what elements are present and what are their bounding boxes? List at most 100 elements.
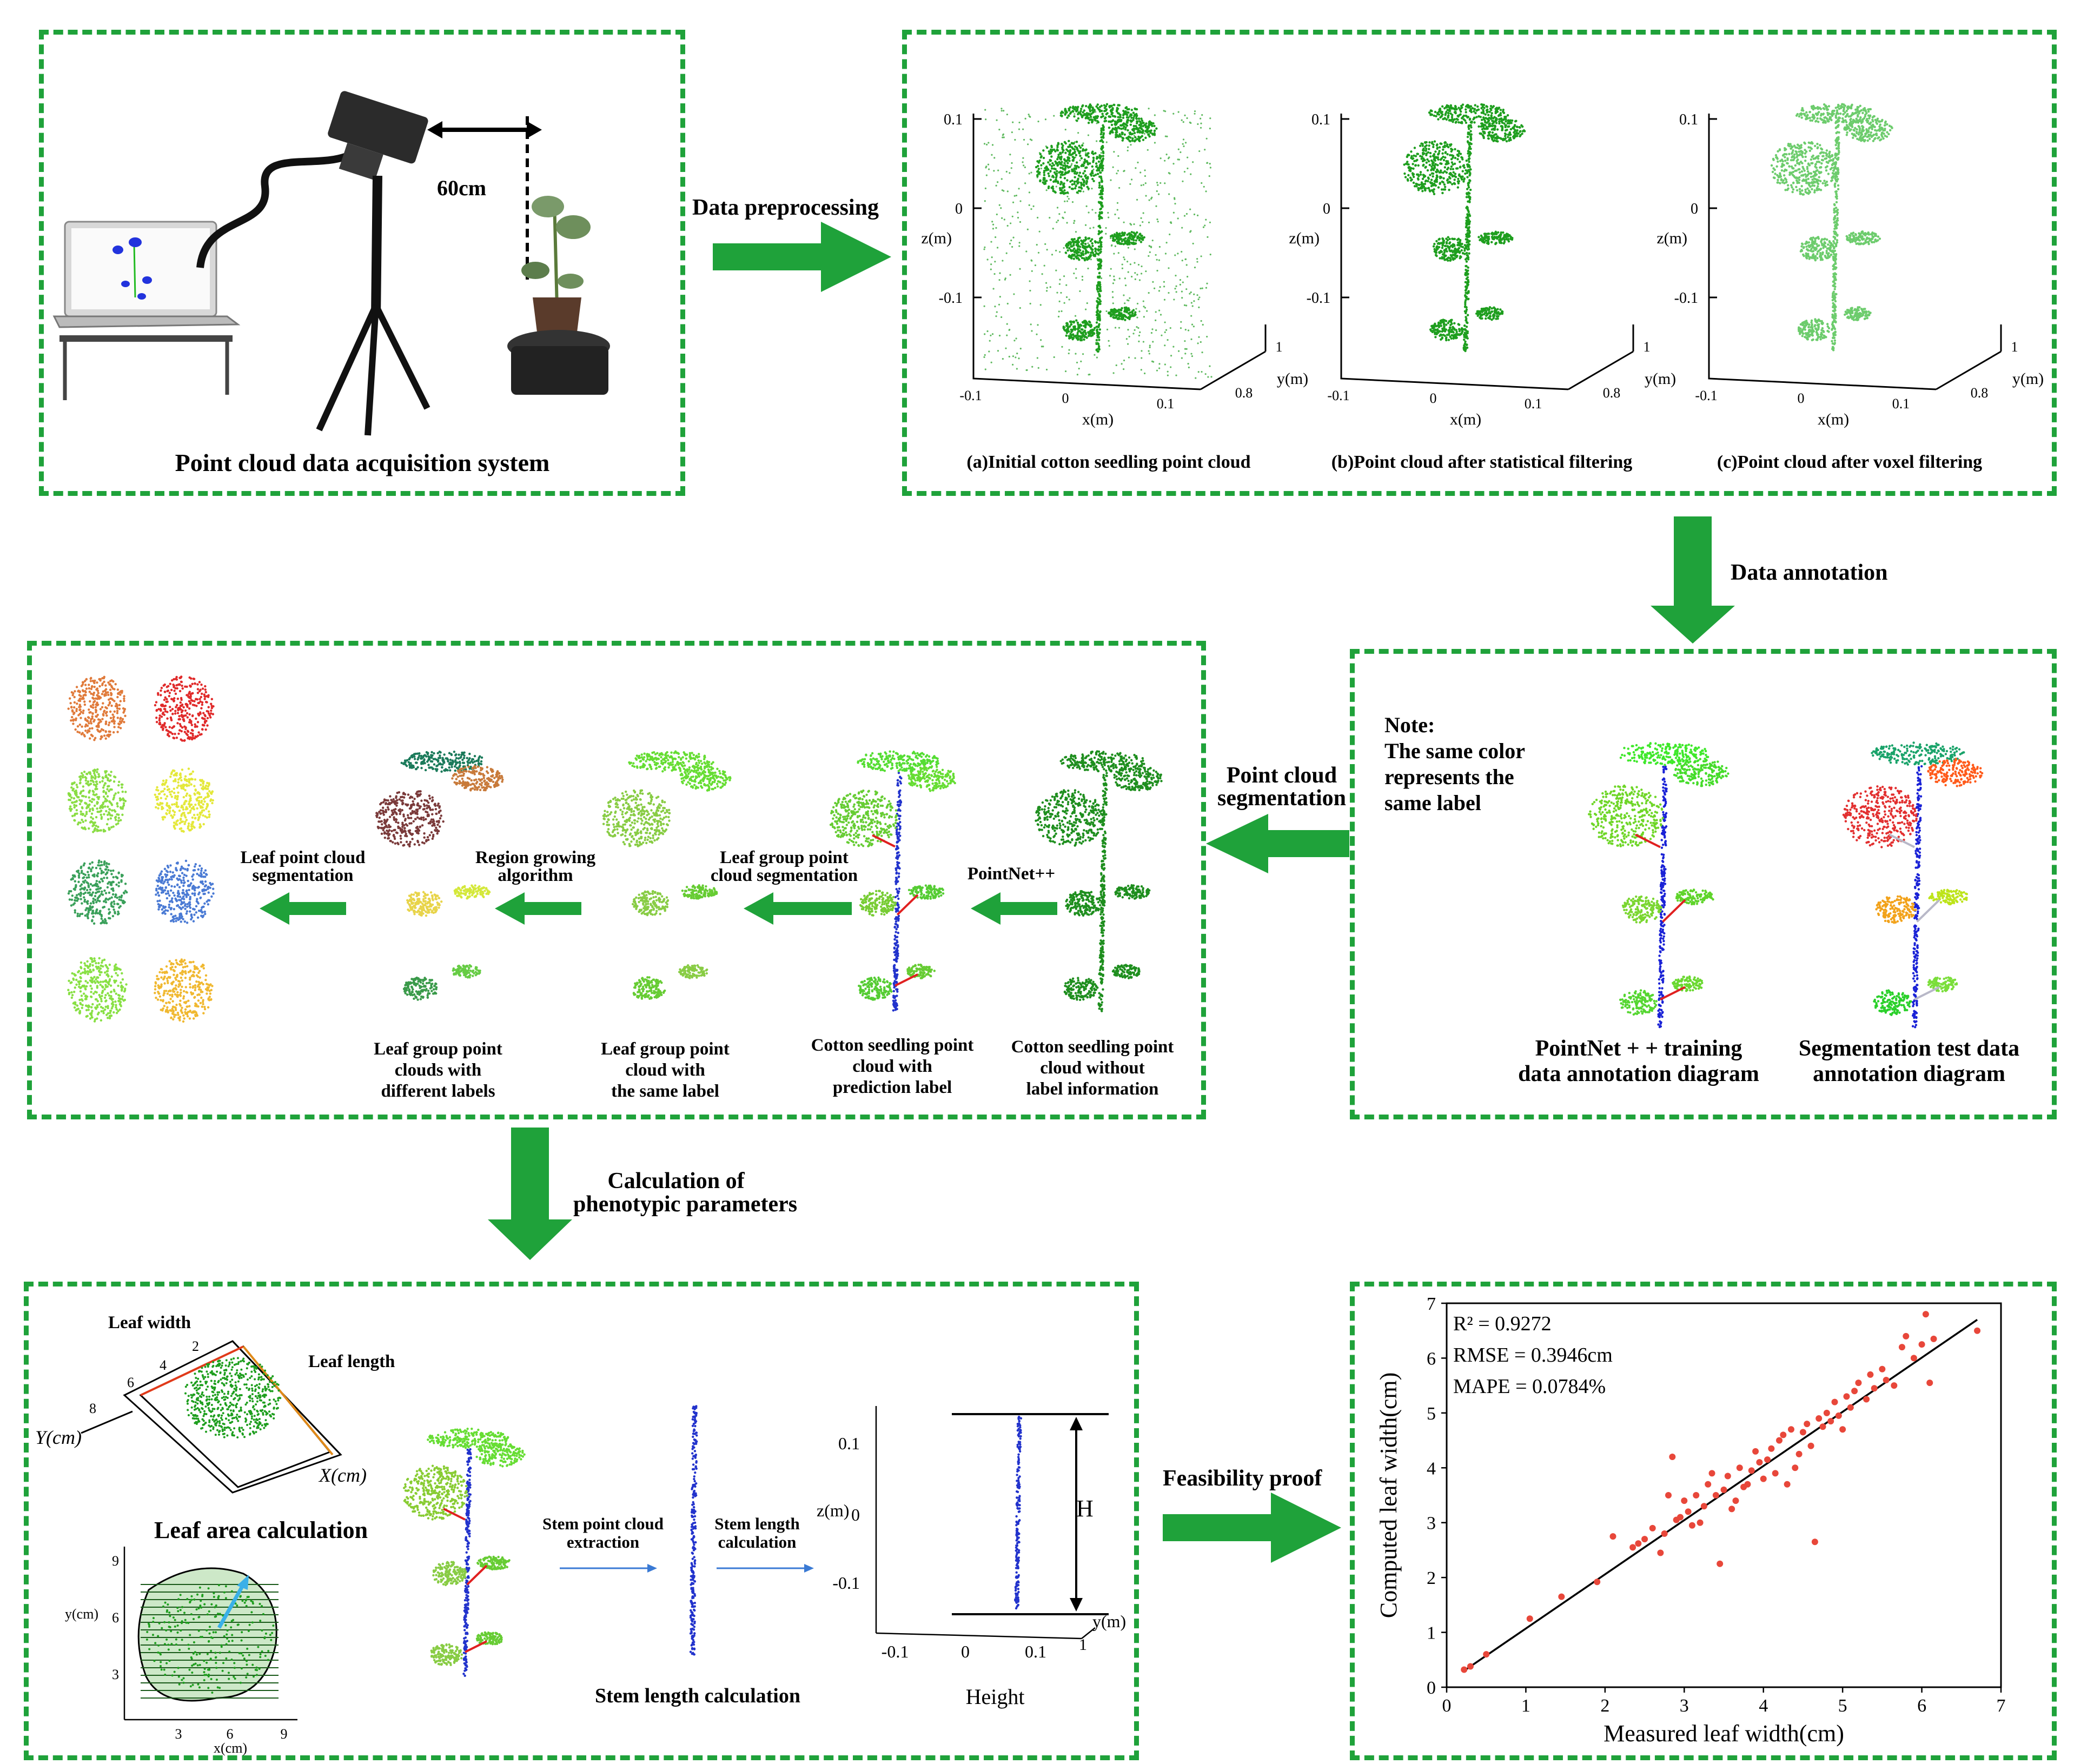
step-region-2: algorithm bbox=[449, 866, 622, 886]
plot-frame bbox=[1446, 1302, 2002, 1688]
data-point bbox=[1804, 1421, 1811, 1428]
y-tick-label-2: 2 bbox=[1427, 1568, 1436, 1588]
note-line-3: represents the bbox=[1384, 765, 1514, 790]
data-point bbox=[1787, 1426, 1794, 1433]
filtering-panel bbox=[902, 30, 2057, 496]
x-tick-b-2: 0.1 bbox=[1525, 396, 1542, 412]
data-point bbox=[1629, 1544, 1636, 1551]
y-tick-b-0: 1 bbox=[1644, 339, 1651, 355]
data-point bbox=[1665, 1492, 1672, 1498]
plant-point-cloud-c bbox=[1770, 103, 1893, 352]
y-label-b: y(m) bbox=[1645, 370, 1676, 388]
x-tick-a-1: 0 bbox=[1062, 390, 1069, 406]
area-ytick-0: 9 bbox=[112, 1553, 119, 1569]
data-point bbox=[1780, 1431, 1787, 1438]
x-tick-label-7: 7 bbox=[1997, 1696, 2006, 1716]
data-point bbox=[1661, 1530, 1668, 1537]
data-point bbox=[1677, 1514, 1684, 1521]
annotation-caption-1a: PointNet + + training bbox=[1503, 1036, 1774, 1062]
laptop-illustration bbox=[52, 221, 241, 400]
y-tick-c-0: 1 bbox=[2011, 339, 2018, 355]
step-group-2: cloud segmentation bbox=[681, 866, 887, 886]
caption-nolabel-2: cloud without bbox=[1000, 1058, 1184, 1079]
step-label-phenotypic-1: Calculation of bbox=[573, 1168, 779, 1194]
plant-point-cloud-a bbox=[1035, 103, 1158, 353]
small-arrow-pointnet bbox=[971, 892, 1057, 925]
step-group-1: Leaf group point bbox=[681, 848, 887, 868]
arrow-right-feasibility bbox=[1163, 1493, 1341, 1563]
stem-calc-arrow bbox=[717, 1564, 814, 1573]
z-tick-b-0: 0.1 bbox=[1311, 111, 1330, 128]
leaf-area-title: Leaf area calculation bbox=[154, 1517, 368, 1544]
small-arrow-leaf bbox=[260, 892, 346, 925]
data-point bbox=[1835, 1412, 1842, 1419]
step-label-preprocessing: Data preprocessing bbox=[692, 195, 879, 221]
y-tick-label-4: 4 bbox=[1427, 1458, 1436, 1478]
data-point bbox=[1697, 1519, 1704, 1526]
plant-point-cloud-b bbox=[1403, 103, 1526, 353]
ruler-tick-8: 8 bbox=[89, 1401, 96, 1417]
step-label-segmentation-1: Point cloud bbox=[1211, 762, 1352, 788]
individual-leaves bbox=[67, 675, 215, 1023]
step-label-segmentation-2: segmentation bbox=[1211, 785, 1352, 811]
small-arrow-region bbox=[495, 892, 581, 925]
potted-seedling-illustration bbox=[507, 196, 610, 395]
data-point bbox=[1883, 1377, 1890, 1383]
x-tick-label-5: 5 bbox=[1838, 1696, 1847, 1716]
data-point bbox=[1910, 1355, 1917, 1362]
height-xtick-0: -0.1 bbox=[882, 1642, 909, 1661]
data-point bbox=[1823, 1409, 1830, 1416]
data-point bbox=[1705, 1481, 1712, 1488]
ruler-tick-2: 2 bbox=[192, 1338, 199, 1355]
x-tick-b-0: -0.1 bbox=[1327, 388, 1349, 403]
height-ztick-2: -0.1 bbox=[832, 1573, 860, 1593]
x-axis-label: X(cm) bbox=[319, 1464, 367, 1487]
data-point bbox=[1855, 1380, 1862, 1387]
z-tick-b-1: 0 bbox=[1323, 201, 1330, 217]
caption-nolabel-1: Cotton seedling point bbox=[1000, 1037, 1184, 1058]
caption-same-2: cloud with bbox=[573, 1060, 757, 1081]
leaf-group-same-label bbox=[602, 750, 732, 1000]
stat-line-2: MAPE = 0.0784% bbox=[1453, 1375, 1606, 1398]
data-point bbox=[1736, 1464, 1743, 1471]
height-H: H bbox=[1076, 1495, 1094, 1523]
data-point bbox=[1657, 1549, 1664, 1556]
data-point bbox=[1685, 1508, 1692, 1515]
data-point bbox=[1776, 1437, 1783, 1444]
axes-3d-c bbox=[1708, 114, 2002, 390]
acquisition-title: Point cloud data acquisition system bbox=[43, 449, 681, 478]
y-tick-label-5: 5 bbox=[1427, 1404, 1436, 1424]
data-point bbox=[1768, 1445, 1775, 1452]
data-point bbox=[1594, 1579, 1601, 1586]
x-tick-label-4: 4 bbox=[1759, 1696, 1768, 1716]
ruler-tick-6: 6 bbox=[127, 1375, 134, 1391]
area-ytick-2: 3 bbox=[112, 1667, 119, 1682]
data-point bbox=[1764, 1456, 1771, 1463]
note-line-4: same label bbox=[1384, 791, 1481, 815]
caption-pred-3: prediction label bbox=[800, 1078, 984, 1098]
x-tick-label-2: 2 bbox=[1600, 1696, 1609, 1716]
data-point bbox=[1831, 1398, 1838, 1405]
data-point bbox=[1461, 1666, 1468, 1673]
annotated-plant-training bbox=[1588, 742, 1730, 1029]
caption-pred-1: Cotton seedling point bbox=[800, 1036, 984, 1056]
step-label-feasibility: Feasibility proof bbox=[1163, 1465, 1322, 1491]
data-point bbox=[1712, 1492, 1719, 1498]
x-tick-c-0: -0.1 bbox=[1695, 388, 1717, 403]
data-point bbox=[1974, 1327, 1981, 1334]
step-region-1: Region growing bbox=[449, 848, 622, 868]
data-point bbox=[1724, 1473, 1731, 1480]
data-point bbox=[1526, 1615, 1533, 1622]
z-tick-a-1: 0 bbox=[955, 201, 963, 217]
data-point bbox=[1688, 1522, 1695, 1529]
x-tick-label-3: 3 bbox=[1680, 1696, 1689, 1716]
y-axis-title: Computed leaf width(cm) bbox=[1375, 1372, 1402, 1619]
phenotype-plant bbox=[403, 1427, 526, 1677]
data-point bbox=[1839, 1426, 1846, 1433]
annotated-plant-test bbox=[1842, 741, 1984, 1029]
annotation-panel bbox=[1350, 649, 2057, 1119]
data-point bbox=[1891, 1382, 1898, 1389]
